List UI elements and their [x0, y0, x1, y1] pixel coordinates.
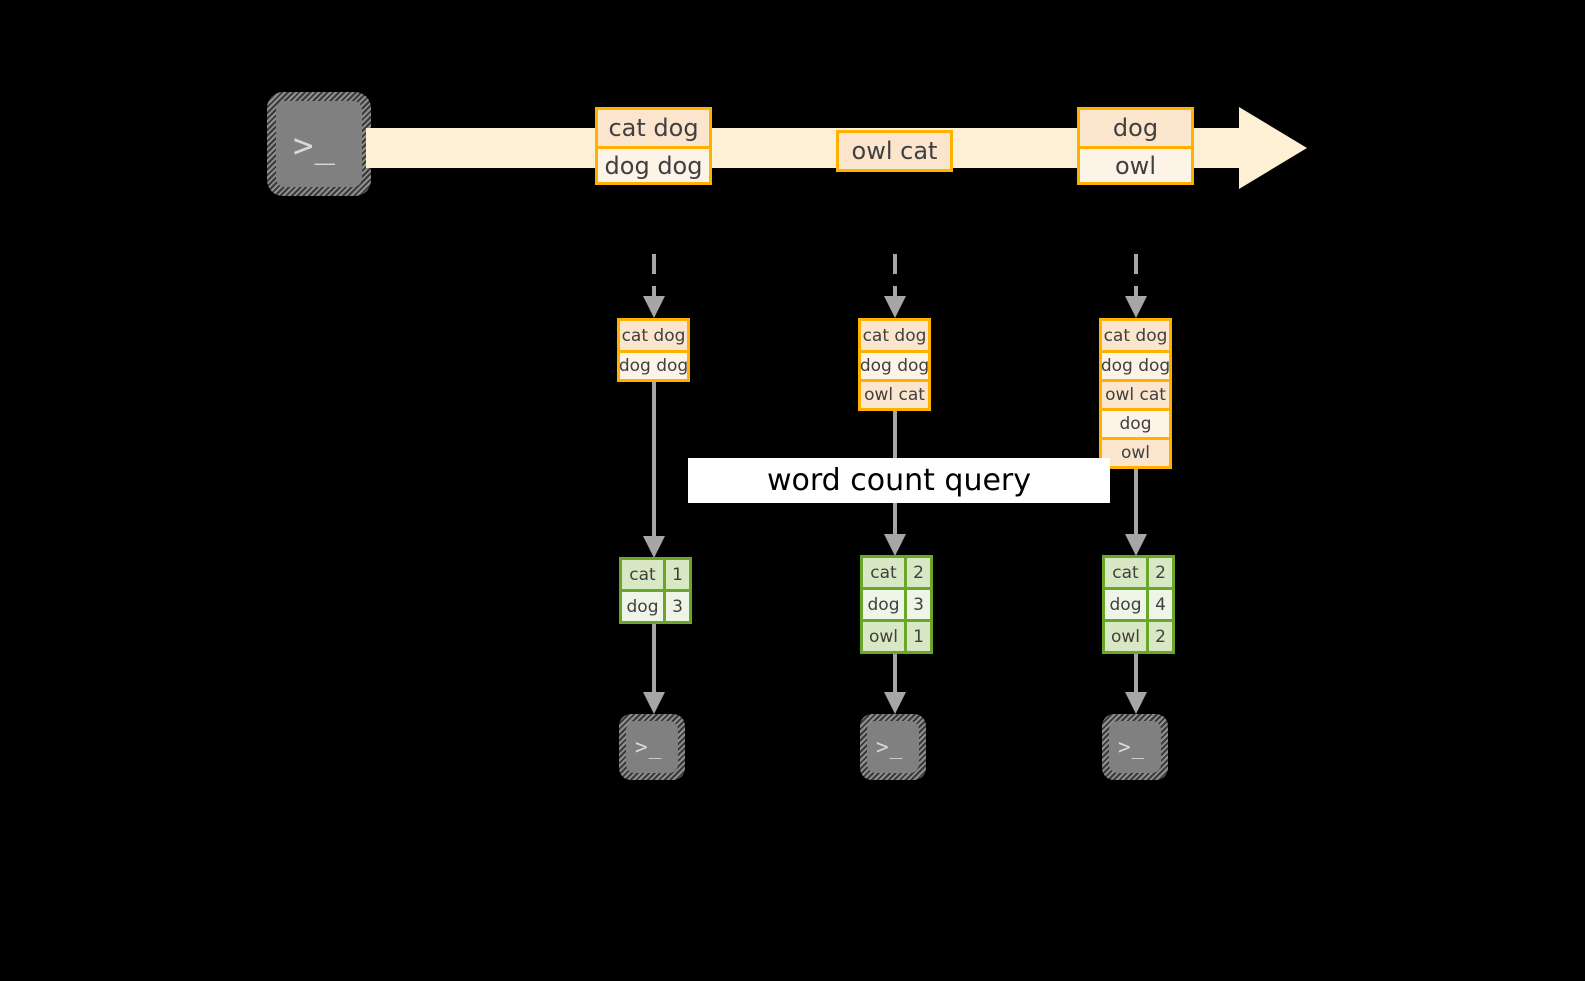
- table-row: dog 4: [1105, 587, 1172, 619]
- stream-batch-box-3: dog owl: [1077, 107, 1194, 185]
- terminal-prompt-label: >_: [876, 735, 904, 759]
- count-cell: 4: [1149, 590, 1172, 619]
- dashed-down-arrow-icon-1: [643, 254, 665, 318]
- terminal-prompt-label: >_: [293, 126, 336, 166]
- word-count-table-3: cat 2 dog 4 owl 2: [1102, 555, 1175, 654]
- count-cell: 2: [907, 558, 930, 587]
- count-cell: 3: [907, 590, 930, 619]
- word-cell: cat: [1105, 558, 1149, 587]
- word-cell: cat: [622, 560, 666, 589]
- stream-batch-box-2: owl cat: [836, 130, 953, 172]
- stream-batch-box-1: cat dog dog dog: [595, 107, 712, 185]
- query-arrow-icon-1: [643, 376, 665, 558]
- stream-batch-line: owl: [1080, 146, 1191, 182]
- terminal-screen: [867, 721, 919, 773]
- table-row: cat 2: [1105, 558, 1172, 587]
- query-arrow-icon-3: [1125, 466, 1147, 556]
- sink-arrow-icon-1: [643, 620, 665, 714]
- stream-batch-line: cat dog: [598, 110, 709, 146]
- input-line: dog dog: [1101, 350, 1170, 379]
- sink-arrow-icon-3: [1125, 648, 1147, 714]
- terminal-icon-sink-1: >_: [619, 714, 685, 780]
- word-cell: owl: [1105, 622, 1149, 651]
- word-cell: owl: [863, 622, 907, 651]
- accumulated-input-box-2: cat dog dog dog owl cat: [858, 318, 931, 411]
- input-line: dog dog: [619, 350, 688, 379]
- table-row: cat 1: [622, 560, 689, 589]
- table-row: owl 2: [1105, 619, 1172, 651]
- input-line: dog: [1102, 408, 1169, 437]
- sink-arrow-icon-2: [884, 648, 906, 714]
- input-line: cat dog: [1102, 321, 1169, 350]
- stream-batch-line: owl cat: [839, 133, 950, 169]
- word-count-table-1: cat 1 dog 3: [619, 557, 692, 624]
- count-cell: 2: [1149, 558, 1172, 587]
- table-row: owl 1: [863, 619, 930, 651]
- dashed-down-arrow-icon-2: [884, 254, 906, 318]
- terminal-screen: [276, 101, 362, 187]
- count-cell: 1: [907, 622, 930, 651]
- terminal-icon-sink-2: >_: [860, 714, 926, 780]
- terminal-icon-source: >_: [267, 92, 371, 196]
- input-line: dog dog: [860, 350, 929, 379]
- stream-batch-line: dog: [1080, 110, 1191, 146]
- count-cell: 1: [666, 560, 689, 589]
- table-row: cat 2: [863, 558, 930, 587]
- terminal-screen: [1109, 721, 1161, 773]
- input-line: cat dog: [620, 321, 687, 350]
- count-cell: 3: [666, 592, 689, 621]
- terminal-screen: [626, 721, 678, 773]
- terminal-prompt-label: >_: [635, 735, 663, 759]
- word-cell: dog: [1105, 590, 1149, 619]
- accumulated-input-box-3: cat dog dog dog owl cat dog owl: [1099, 318, 1172, 469]
- word-cell: cat: [863, 558, 907, 587]
- dashed-down-arrow-icon-3: [1125, 254, 1147, 318]
- stream-batch-line: dog dog: [598, 146, 709, 182]
- input-line: owl: [1102, 437, 1169, 466]
- input-line: cat dog: [861, 321, 928, 350]
- word-cell: dog: [622, 592, 666, 621]
- query-label: word count query: [688, 458, 1110, 503]
- table-row: dog 3: [622, 589, 689, 621]
- terminal-icon-sink-3: >_: [1102, 714, 1168, 780]
- input-line: owl cat: [1102, 379, 1169, 408]
- table-row: dog 3: [863, 587, 930, 619]
- input-line: owl cat: [861, 379, 928, 408]
- count-cell: 2: [1149, 622, 1172, 651]
- accumulated-input-box-1: cat dog dog dog: [617, 318, 690, 382]
- terminal-prompt-label: >_: [1118, 735, 1146, 759]
- word-count-table-2: cat 2 dog 3 owl 1: [860, 555, 933, 654]
- word-cell: dog: [863, 590, 907, 619]
